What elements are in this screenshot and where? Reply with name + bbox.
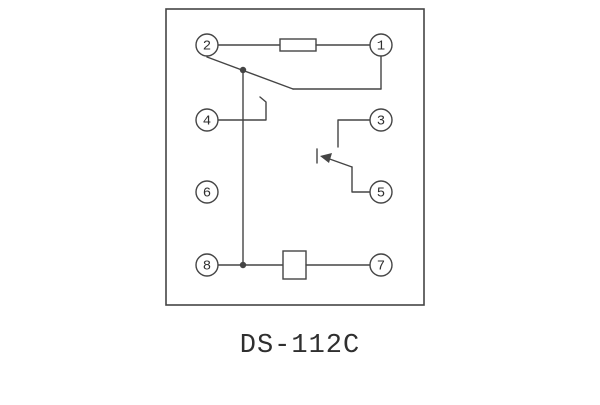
contact-arrow-icon xyxy=(320,153,332,163)
terminal-1-label: 1 xyxy=(377,39,385,55)
terminal-5-circle xyxy=(369,180,393,204)
terminal-7: 7 xyxy=(369,253,393,277)
terminal-7-label: 7 xyxy=(377,259,385,275)
terminal-6: 6 xyxy=(195,180,219,204)
switch-arm xyxy=(206,56,294,90)
contact-block-symbol-icon xyxy=(282,250,307,280)
terminal-7-circle xyxy=(369,253,393,277)
terminal-3: 3 xyxy=(369,108,393,132)
terminal-4-contact-hook xyxy=(217,96,267,121)
coil-resistor-symbol-icon xyxy=(279,38,317,52)
terminal-2-label: 2 xyxy=(203,39,211,55)
terminal-8: 8 xyxy=(195,253,219,277)
terminal-4-label: 4 xyxy=(203,114,211,130)
terminal-8-circle xyxy=(195,253,219,277)
wire-5-branch xyxy=(351,166,371,193)
terminals: 2 1 4 3 6 5 8 xyxy=(195,33,393,277)
wiring xyxy=(206,38,382,280)
terminal-3-circle xyxy=(369,108,393,132)
terminal-2: 2 xyxy=(195,33,219,57)
terminal-2-circle xyxy=(195,33,219,57)
terminal-4-circle xyxy=(195,108,219,132)
terminal-4: 4 xyxy=(195,108,219,132)
wire-3-branch xyxy=(337,119,371,148)
schematic-border xyxy=(165,8,425,306)
terminal-6-label: 6 xyxy=(203,186,211,202)
terminal-8-label: 8 xyxy=(203,259,211,275)
terminal-6-circle xyxy=(195,180,219,204)
terminal-3-label: 3 xyxy=(377,114,385,130)
model-caption: DS-112C xyxy=(240,331,360,361)
terminal-1-circle xyxy=(369,33,393,57)
terminal-1: 1 xyxy=(369,33,393,57)
terminal-5: 5 xyxy=(369,180,393,204)
terminal-5-label: 5 xyxy=(377,186,385,202)
